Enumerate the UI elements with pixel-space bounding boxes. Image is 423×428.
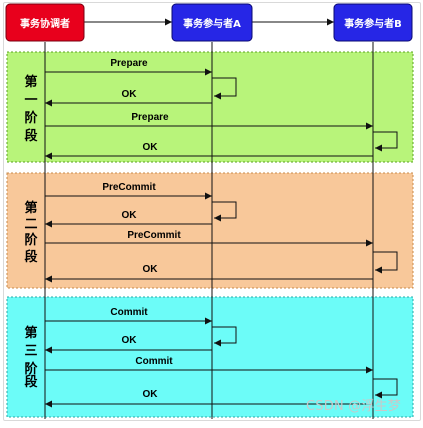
message-label: PreCommit	[102, 182, 156, 193]
self-processing-loop	[373, 131, 398, 152]
phase-1-label-char: 一	[24, 93, 37, 108]
phase-2-label-char: 阶	[24, 232, 38, 248]
self-processing-loop	[373, 251, 398, 274]
self-processing-loop	[212, 201, 237, 222]
participant-a-label: 事务参与者A	[183, 17, 241, 30]
phase-2-background	[6, 172, 414, 289]
phase-3-label-char: 第	[24, 325, 37, 341]
self-processing-loop	[212, 77, 237, 100]
phase-3-background	[6, 296, 414, 418]
self-processing-loop	[373, 378, 398, 399]
message-label: OK	[143, 264, 159, 275]
message-label: OK	[122, 89, 138, 100]
phase-2-label-char: 第	[24, 200, 37, 216]
message-label: Prepare	[110, 58, 148, 69]
participant-coordinator-label: 事务协调者	[20, 17, 70, 30]
message-label: OK	[122, 335, 138, 346]
phase-2-label-char: 段	[24, 249, 37, 265]
message-label: OK	[143, 142, 159, 153]
participant-coordinator-box	[5, 3, 85, 42]
participant-b-label: 事务参与者B	[344, 17, 402, 30]
phase-panel-3: 第 三 阶 段	[6, 296, 414, 418]
phase-panel-1: 第 一 阶 段	[6, 51, 414, 163]
message-label: Prepare	[131, 112, 169, 123]
phase-1-label-char: 第	[24, 74, 37, 90]
phase-2-label-char: 二	[24, 217, 37, 232]
message-label: Commit	[110, 307, 148, 318]
phase-3-label-char: 三	[24, 344, 37, 359]
message-label: OK	[122, 210, 138, 221]
phase-3-label-char: 段	[24, 374, 37, 390]
participant-coordinator: 事务协调者	[5, 3, 85, 42]
message-label: Commit	[135, 356, 173, 367]
phase-1-background	[6, 51, 414, 163]
message-label: PreCommit	[127, 230, 181, 241]
message-label: OK	[143, 389, 159, 400]
self-processing-loop	[212, 326, 237, 347]
phase-1-label-char: 阶	[24, 110, 38, 126]
participant-b: 事务参与者B	[333, 3, 413, 42]
phase-3-label-char: 阶	[24, 361, 38, 377]
phase-1-label-char: 段	[24, 128, 37, 144]
participant-a-box	[171, 3, 253, 42]
phase-panel-2: 第 二 阶 段	[6, 172, 414, 289]
watermark: CSDN @浮生梦	[306, 399, 401, 414]
participant-b-box	[333, 3, 413, 42]
participant-a: 事务参与者A	[171, 3, 253, 42]
